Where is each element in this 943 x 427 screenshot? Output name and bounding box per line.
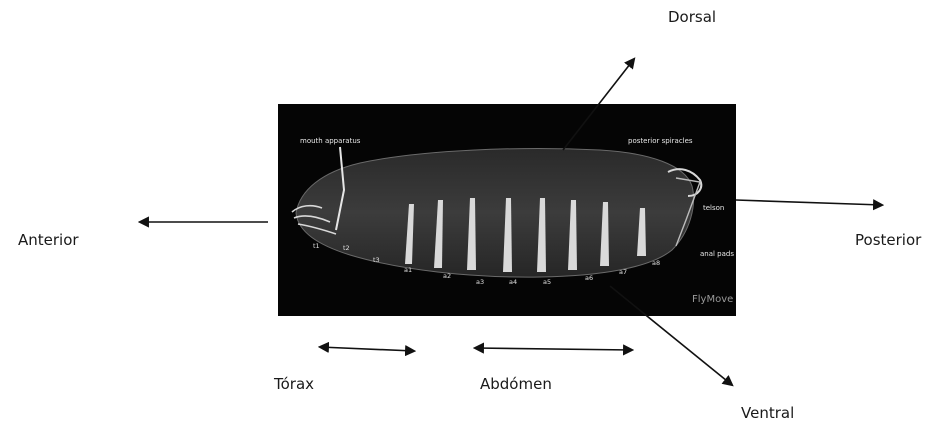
label-anterior: Anterior bbox=[18, 231, 79, 249]
annotation-anal-pads: anal pads bbox=[700, 250, 734, 258]
label-ventral: Ventral bbox=[741, 404, 794, 422]
annotation-mouth-apparatus: mouth apparatus bbox=[300, 137, 361, 145]
annotation-posterior-spiracles: posterior spiracles bbox=[628, 137, 693, 145]
segment-label: a5 bbox=[543, 278, 551, 286]
segment-label: a2 bbox=[443, 272, 451, 280]
label-posterior: Posterior bbox=[855, 231, 921, 249]
segment-label: a4 bbox=[509, 278, 517, 286]
segment-label: a8 bbox=[652, 259, 660, 267]
span-arrow-abdomen bbox=[475, 348, 632, 350]
segment-label: a7 bbox=[619, 268, 627, 276]
arrow-posterior bbox=[736, 200, 882, 205]
flymove-watermark: FlyMove bbox=[692, 294, 733, 305]
segment-label: t1 bbox=[313, 242, 320, 250]
segment-label: t2 bbox=[343, 244, 350, 252]
larva-micrograph: mouth apparatus posterior spiracles tels… bbox=[278, 104, 736, 316]
label-abdomen: Abdómen bbox=[480, 375, 552, 393]
label-dorsal: Dorsal bbox=[668, 8, 716, 26]
annotation-telson: telson bbox=[703, 204, 724, 212]
span-arrow-torax bbox=[320, 347, 414, 351]
segment-label: a6 bbox=[585, 274, 593, 282]
segment-label: a3 bbox=[476, 278, 484, 286]
label-torax: Tórax bbox=[274, 375, 314, 393]
segment-label: t3 bbox=[373, 256, 380, 264]
segment-label: a1 bbox=[404, 266, 412, 274]
